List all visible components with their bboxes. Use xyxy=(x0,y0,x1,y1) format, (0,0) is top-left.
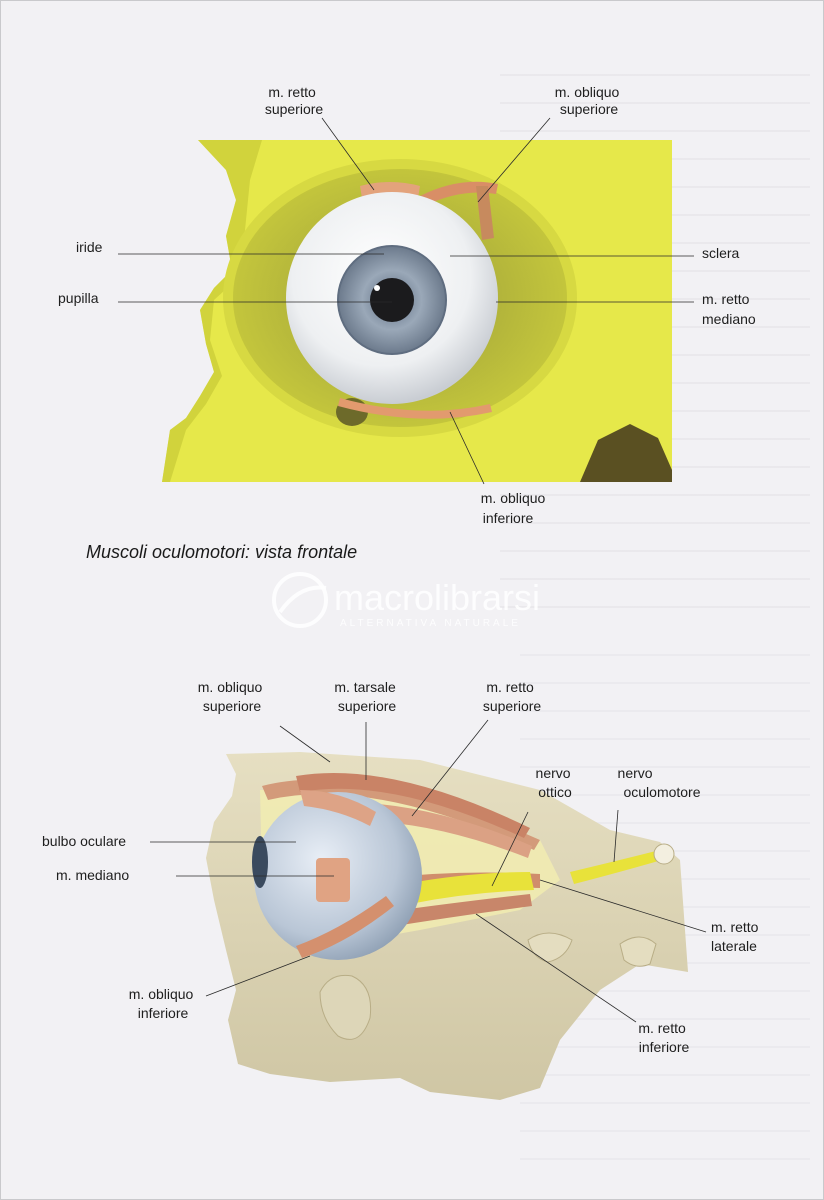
figure-lateral-view: m. obliquo superiore m. tarsale superior… xyxy=(42,679,762,1100)
pupil xyxy=(370,278,414,322)
leader-obliquo-inferiore-2 xyxy=(205,955,311,997)
watermark-brand: macrolibrarsi xyxy=(334,577,540,618)
label-obliquo-inferiore: m. obliquo inferiore xyxy=(481,490,549,526)
label-obliquo-superiore: m. obliquo superiore xyxy=(555,84,623,117)
label-mediano: m. mediano xyxy=(56,867,129,883)
label-obliquo-superiore-2: m. obliquo superiore xyxy=(198,679,266,714)
leader-nervo-oculomotore xyxy=(613,809,619,863)
pupil-highlight xyxy=(374,285,380,291)
watermark-leaf-icon xyxy=(272,572,328,628)
bone-cut-3 xyxy=(619,936,657,967)
label-nervo-oculomotore: nervo oculomotore xyxy=(618,765,701,800)
figure-frontal-view: m. retto superiore m. obliquo superiore … xyxy=(58,84,756,562)
label-sclera: sclera xyxy=(702,245,740,261)
leader-obliquo-inferiore xyxy=(449,411,485,485)
leader-obliquo-superiore-2 xyxy=(279,725,331,763)
oculomotor-nerve xyxy=(570,850,662,884)
muscle-obliquo-inferiore xyxy=(338,398,492,419)
orbit-rim xyxy=(223,159,577,437)
label-tarsale-superiore-2: m. tarsale superiore xyxy=(334,679,399,714)
label-bulbo-oculare: bulbo oculare xyxy=(42,833,126,849)
label-iride: iride xyxy=(76,239,103,255)
leader-retto-inferiore xyxy=(475,913,637,1023)
nasal-cavity xyxy=(580,424,672,482)
optic-nerve xyxy=(404,872,534,904)
skull-shadow xyxy=(162,140,262,482)
iris-ring xyxy=(337,245,447,355)
label-retto-mediano: m. retto mediano xyxy=(702,291,756,327)
leader-retto-laterale xyxy=(539,879,707,933)
label-obliquo-inferiore-2: m. obliquo inferiore xyxy=(129,986,197,1021)
cornea xyxy=(252,836,268,888)
leader-retto-superiore xyxy=(321,117,375,191)
watermark-tagline: ALTERNATIVA NATURALE xyxy=(340,618,521,629)
leader-obliquo-superiore xyxy=(477,117,551,203)
figure-caption: Muscoli oculomotori: vista frontale xyxy=(86,542,357,562)
leader-nervo-ottico xyxy=(491,811,529,887)
muscle-tarsale-superiore-2 xyxy=(296,772,530,838)
muscle-obliquo-inferiore-2 xyxy=(296,896,394,958)
bone-cut-2 xyxy=(527,932,573,963)
label-pupilla: pupilla xyxy=(58,290,99,306)
watermark-logo: macrolibrarsi ALTERNATIVA NATURALE xyxy=(272,572,540,629)
label-retto-superiore: m. retto superiore xyxy=(265,84,324,117)
label-retto-laterale: m. retto laterale xyxy=(711,919,762,954)
label-nervo-ottico: nervo ottico xyxy=(536,765,575,800)
muscle-mediano-insertion xyxy=(316,858,350,902)
leader-retto-superiore-2 xyxy=(411,719,489,817)
label-retto-superiore-2: m. retto superiore xyxy=(483,679,542,714)
label-retto-inferiore: m. retto inferiore xyxy=(638,1020,689,1055)
nerve-cut xyxy=(653,843,675,865)
muscle-insertion-top xyxy=(300,790,376,826)
bone-cut-1 xyxy=(319,974,372,1040)
watermark-leaf-stroke xyxy=(278,585,327,614)
